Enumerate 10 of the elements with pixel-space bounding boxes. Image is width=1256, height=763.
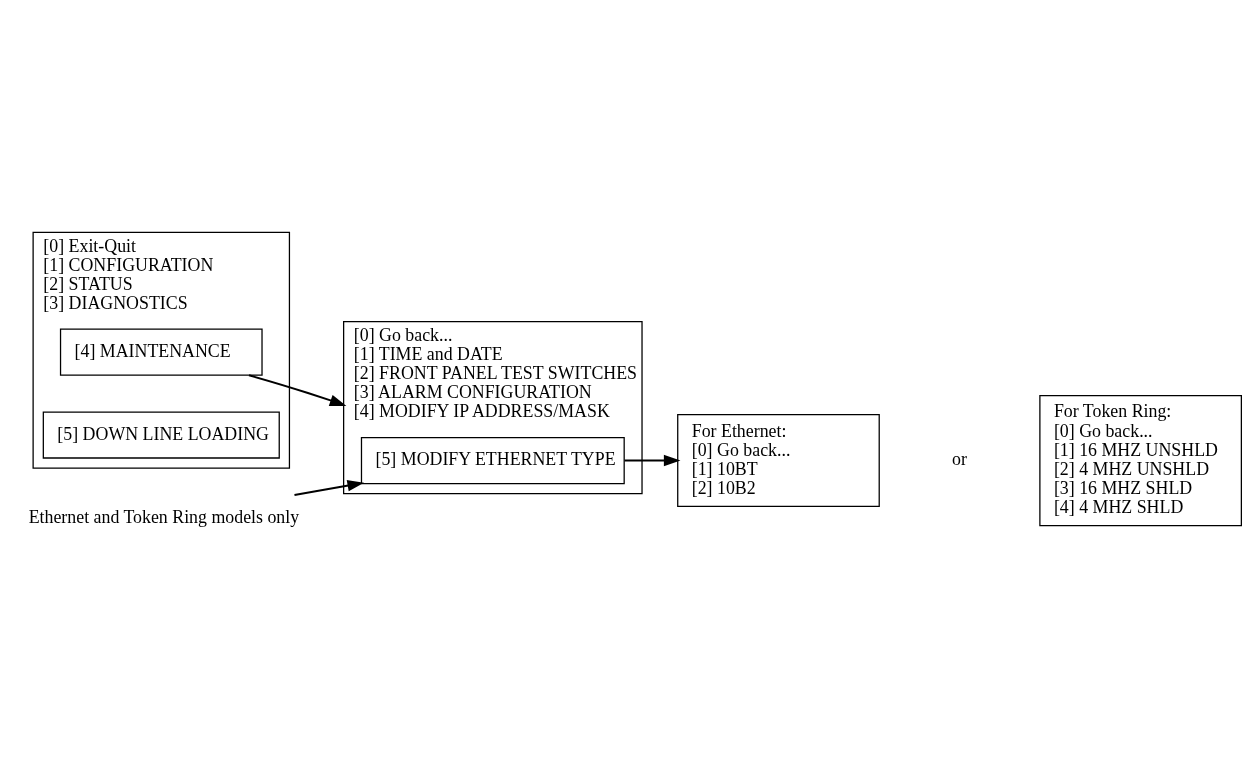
arrow (248, 374, 347, 406)
arrow (293, 479, 365, 496)
node-box: [5] MODIFY ETHERNET TYPE (360, 436, 625, 485)
arrow (623, 454, 681, 467)
node-box: [5] DOWN LINE LOADING (42, 411, 280, 459)
node-text: Ethernet and Token Ring models only (28, 506, 300, 527)
node-box: For Ethernet: [0] Go back... [1] 10BT [2] 10B2 (677, 414, 880, 508)
node-box: For Token Ring: [0] Go back... [1] 16 MHZ UNSHLD [2] 4 MHZ UNSHLD [3] 16 MHZ SHLD [4] 4 MHZ SHLD (1039, 394, 1242, 527)
node-box: [4] MAINTENANCE (59, 328, 263, 376)
label: or (952, 449, 967, 470)
